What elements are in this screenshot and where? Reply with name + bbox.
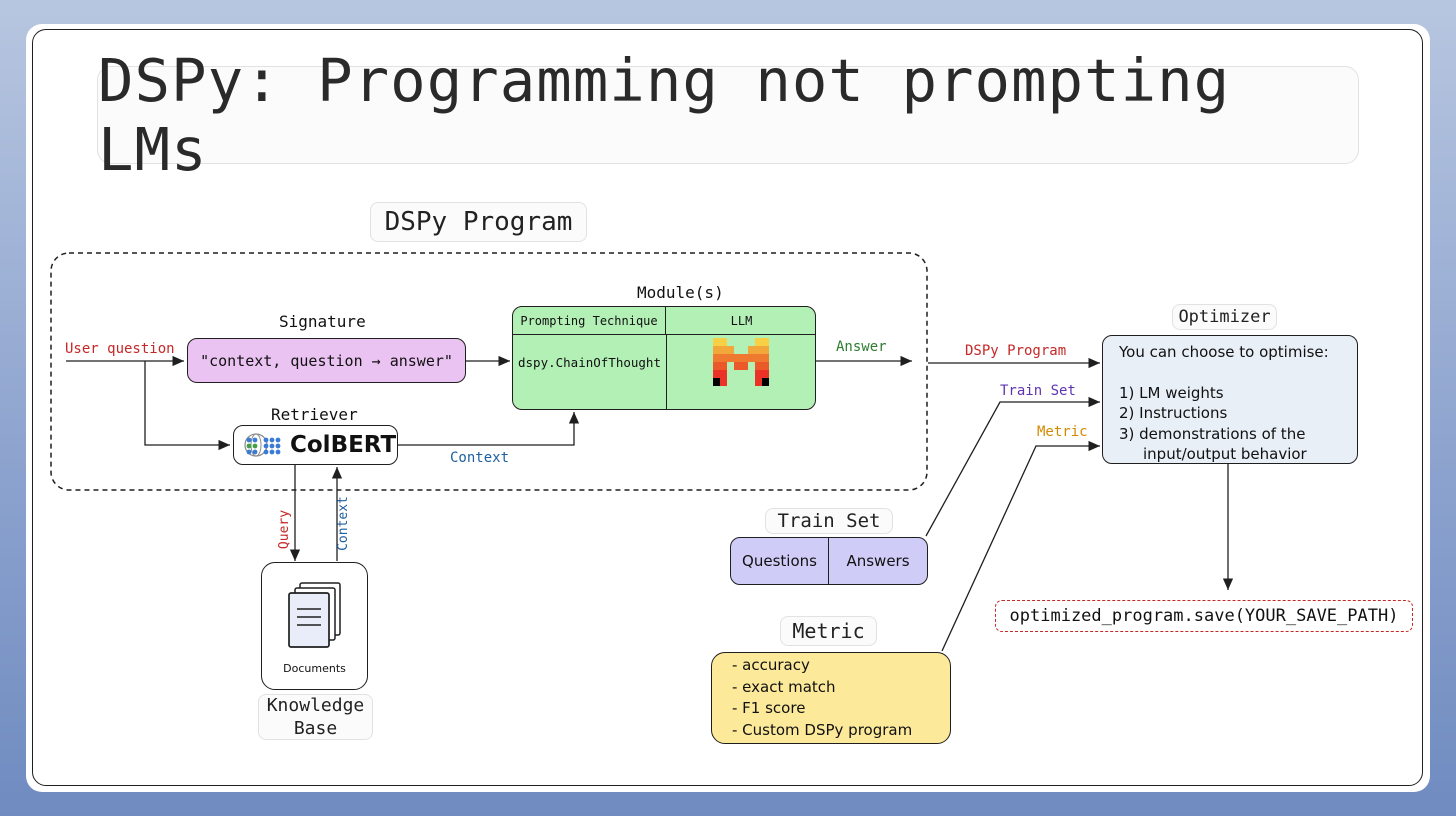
train-set-label: Train Set: [765, 508, 893, 534]
answers-cell: Answers: [846, 552, 910, 570]
program-label: DSPy Program: [370, 202, 587, 242]
colbert-box: ColBERT: [233, 425, 398, 465]
metric-box: - accuracy - exact match - F1 score - Cu…: [711, 652, 951, 744]
answer-label: Answer: [836, 339, 887, 355]
modules-label: Module(s): [637, 283, 724, 302]
metric-item: - exact match: [732, 677, 836, 696]
signature-label: Signature: [279, 312, 366, 331]
colbert-logo-icon: [244, 433, 281, 457]
context-label: Context: [450, 450, 510, 466]
query-label: Query: [277, 509, 293, 550]
save-code-box: optimized_program.save(YOUR_SAVE_PATH): [995, 600, 1413, 632]
knowledge-base-line1: Knowledge: [266, 695, 365, 716]
metric-item: - accuracy: [732, 656, 810, 674]
signature-text: "context, question → answer": [200, 351, 453, 370]
retriever-label: Retriever: [271, 405, 358, 424]
user-question-label: User question: [65, 341, 175, 357]
knowledge-base-box: Documents: [261, 562, 368, 690]
mistral-logo-icon: [713, 338, 769, 386]
colbert-name: ColBERT: [290, 432, 397, 458]
prompting-technique-header: Prompting Technique: [513, 307, 666, 335]
knowledge-base-label: Knowledge Base: [258, 694, 373, 740]
llm-header: LLM: [666, 307, 815, 335]
context-vertical-label: Context: [335, 496, 351, 551]
metric-item: - F1 score: [732, 699, 806, 717]
optimizer-intro: You can choose to optimise:: [1119, 343, 1329, 361]
documents-label: Documents: [283, 662, 346, 675]
optimizer-item: 1) LM weights: [1119, 383, 1224, 402]
metric-arrow-label: Metric: [1037, 424, 1088, 440]
knowledge-base-line2: Base: [293, 718, 338, 739]
questions-cell: Questions: [731, 538, 829, 584]
optimizer-item: 2) Instructions: [1119, 404, 1228, 422]
optimizer-box: You can choose to optimise: 1) LM weight…: [1102, 335, 1358, 464]
optimizer-item: 3) demonstrations of the: [1119, 424, 1306, 443]
metric-label: Metric: [780, 616, 877, 646]
module-box: Prompting Technique LLM dspy.ChainOfThou…: [512, 306, 816, 410]
module-divider: [666, 335, 667, 409]
train-set-box: Questions Answers: [730, 537, 928, 585]
program-boundary: [50, 252, 928, 491]
optimizer-item: input/output behavior: [1143, 445, 1307, 463]
technique-value: dspy.ChainOfThought: [518, 355, 661, 370]
signature-box: "context, question → answer": [187, 338, 466, 383]
documents-icon: [288, 582, 341, 648]
train-set-arrow-label: Train Set: [1000, 383, 1076, 399]
diagram-frame: [32, 29, 1423, 786]
dspy-program-arrow-label: DSPy Program: [965, 343, 1067, 359]
metric-item: - Custom DSPy program: [732, 720, 913, 739]
optimizer-label: Optimizer: [1172, 304, 1277, 330]
